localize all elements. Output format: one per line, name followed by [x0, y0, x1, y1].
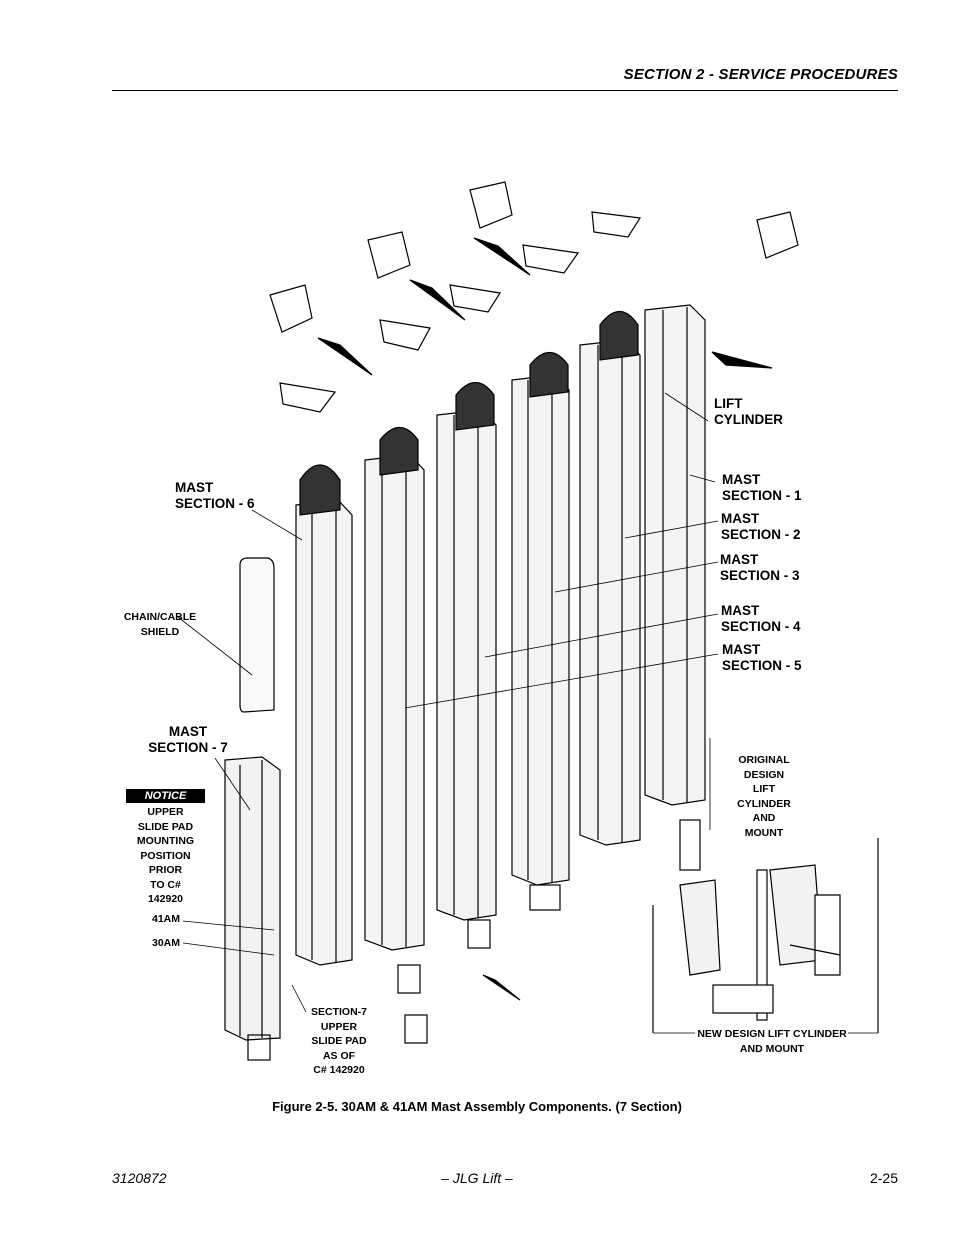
mast-section-6-rail [295, 464, 353, 966]
top-mount-plates [269, 181, 799, 413]
label-41am: 41AM [151, 913, 180, 925]
mast-section-7-rail [224, 756, 281, 1041]
new-design-detail-inset [652, 838, 879, 1033]
lower-hardware [247, 819, 701, 1061]
mast-section-4-rail [436, 381, 497, 921]
chain-cable-shield-part [239, 557, 275, 713]
label-30am: 30AM [151, 937, 180, 949]
page-header: SECTION 2 - SERVICE PROCEDURES [112, 62, 898, 91]
figure-caption: Figure 2-5. 30AM & 41AM Mast Assembly Co… [272, 1099, 682, 1114]
mast-section-2-rail [579, 310, 641, 846]
assembly-arrows [317, 237, 773, 1001]
notice-text: UPPER SLIDE PAD MOUNTING POSITION PRIOR … [136, 806, 195, 905]
label-section7-slide-pad: SECTION-7 UPPER SLIDE PAD AS OF C# 14292… [310, 1006, 367, 1076]
footer-center: – JLG Lift – [441, 1170, 513, 1186]
footer-page-number: 2-25 [869, 1170, 898, 1186]
leader-lines [177, 392, 878, 1034]
section-title: SECTION 2 - SERVICE PROCEDURES [623, 66, 898, 83]
mast-section-1-rail [644, 304, 706, 806]
mast-section-5-rail [364, 426, 425, 951]
label-new-design: NEW DESIGN LIFT CYLINDER AND MOUNT [697, 1028, 847, 1055]
label-original-design: ORIGINAL DESIGN LIFT CYLINDER AND MOUNT [737, 754, 791, 839]
notice-badge: NOTICE [126, 789, 205, 803]
footer-doc-number: 3120872 [112, 1170, 167, 1186]
mast-section-3-rail [511, 351, 570, 886]
